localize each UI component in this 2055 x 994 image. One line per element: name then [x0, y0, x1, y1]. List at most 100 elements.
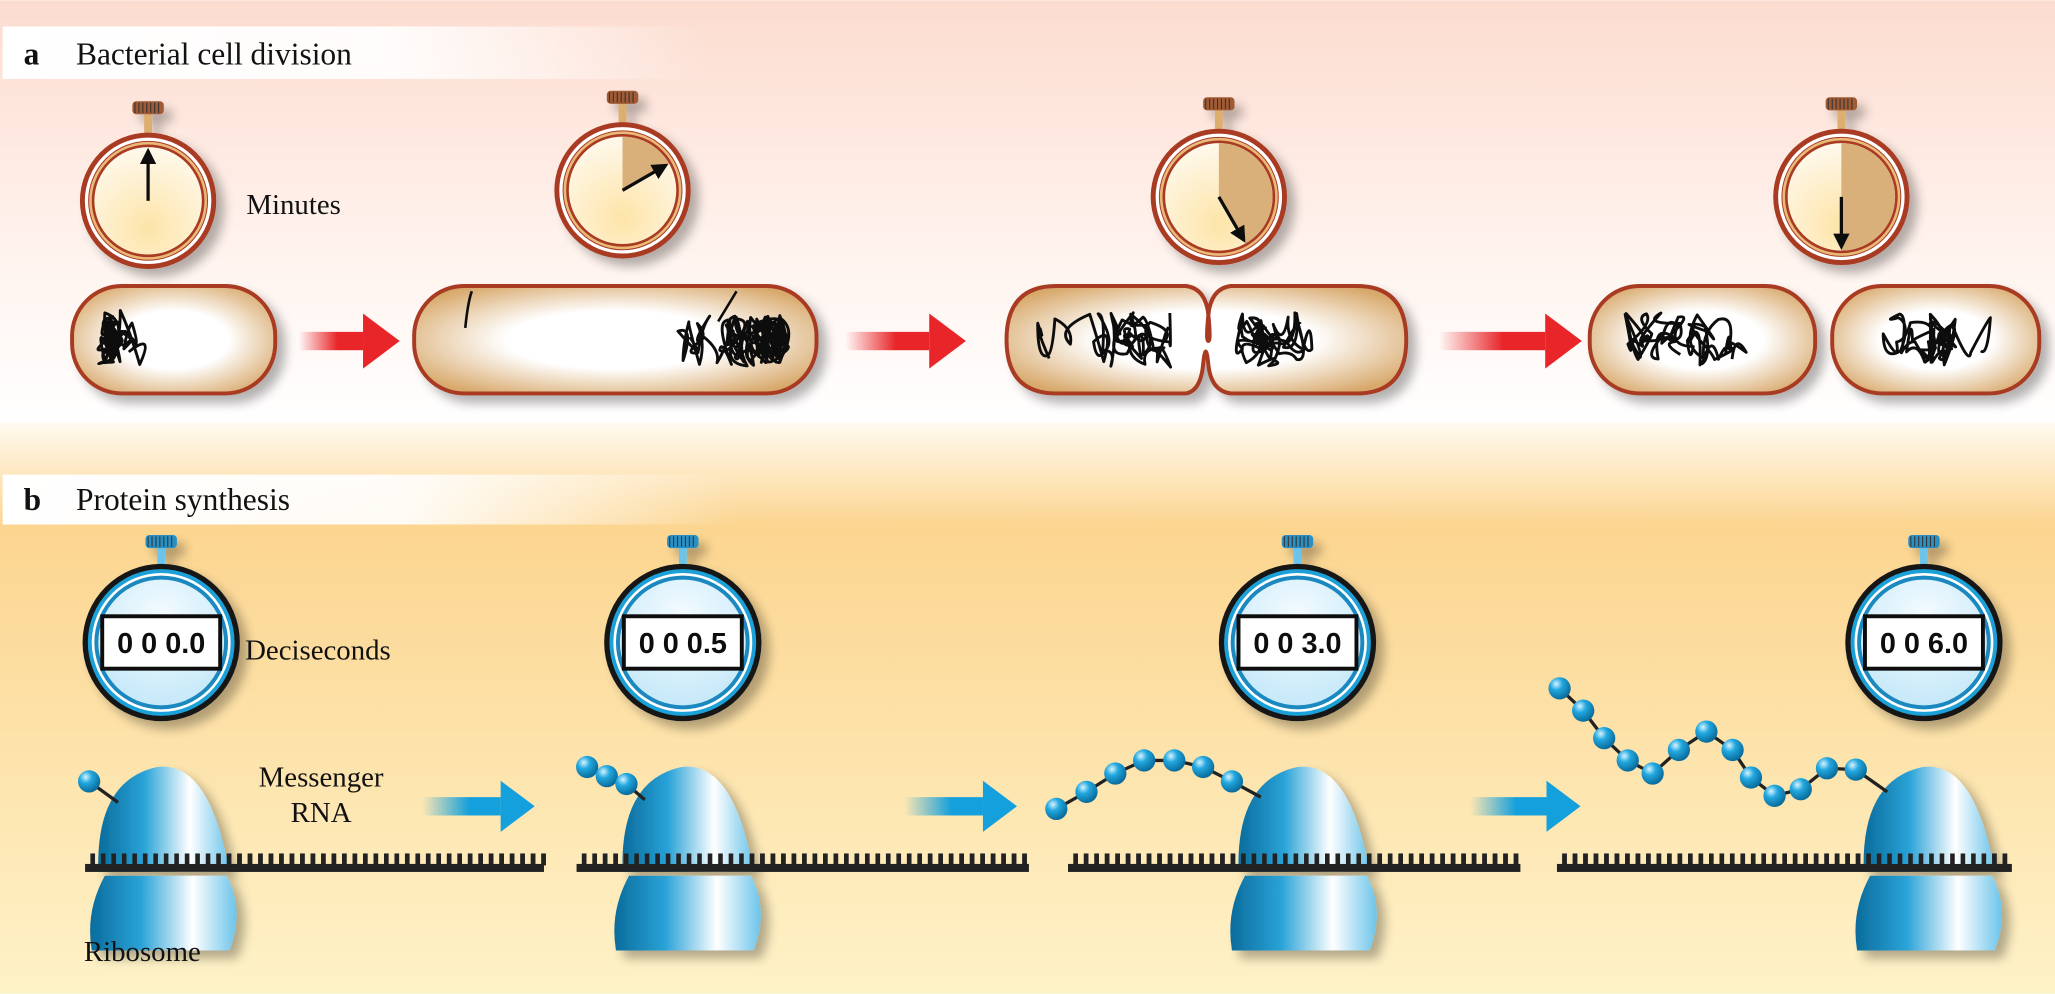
codon-tick	[917, 853, 922, 866]
amino-acid-bead	[1721, 738, 1744, 762]
ribosome	[90, 766, 237, 951]
codon-tick	[1656, 853, 1662, 866]
codon-tick	[760, 853, 765, 866]
deciseconds-label: Deciseconds	[245, 635, 391, 667]
codon-tick	[363, 853, 368, 866]
arrow-head	[363, 313, 400, 369]
codon-tick	[174, 853, 179, 866]
codon-tick	[1960, 853, 1966, 866]
red-arrow-icon	[845, 313, 966, 369]
codon-tick	[1503, 853, 1508, 866]
codon-tick	[1824, 853, 1829, 866]
codon-tick	[331, 853, 337, 866]
stopwatch-readout: 0 0 0.5	[639, 628, 727, 660]
amino-acid-bead	[1763, 784, 1786, 807]
codon-tick	[1125, 853, 1131, 866]
codon-tick	[1471, 853, 1477, 866]
ribosome-small-subunit	[1855, 875, 2002, 951]
blue-arrow-icon	[1470, 780, 1581, 832]
codon-tick	[1698, 853, 1704, 866]
daughter-cell	[1587, 284, 1818, 396]
arrow-shaft	[1439, 331, 1546, 351]
rna-backbone	[85, 863, 544, 872]
codon-tick	[1104, 853, 1110, 866]
codon-tick	[1283, 853, 1288, 866]
codon-tick	[1356, 853, 1362, 866]
codon-tick	[686, 853, 692, 866]
codon-tick	[728, 853, 734, 866]
codon-tick	[1792, 853, 1798, 866]
stopwatch-ring	[1159, 137, 1278, 256]
codon-tick	[1513, 853, 1519, 866]
codon-tick	[1262, 853, 1267, 866]
codon-ticks	[1073, 853, 1519, 866]
ribosome-large-subunit	[98, 766, 230, 872]
elongated-bacterial-cell	[412, 284, 819, 396]
codon-tick	[1001, 853, 1006, 866]
codon-tick	[1593, 853, 1599, 866]
chromosome-dna	[676, 314, 791, 368]
codon-tick	[216, 853, 221, 866]
codon-tick	[1230, 853, 1236, 866]
ribosome	[1230, 766, 1377, 951]
elapsed-wedge	[622, 136, 670, 191]
panel-b-header-bar	[2, 474, 737, 525]
codon-tick	[1667, 853, 1672, 866]
codon-tick	[184, 853, 190, 866]
blue-arrow-icon	[904, 780, 1018, 832]
codon-tick	[718, 853, 723, 866]
stopwatch-crown-icon	[1203, 97, 1235, 111]
amino-acid-bead	[1045, 797, 1068, 821]
codon-ticks	[90, 853, 546, 866]
codon-tick	[1646, 853, 1651, 866]
codon-tick	[1845, 853, 1850, 866]
amino-acid-bead	[1695, 720, 1718, 743]
digital-display	[100, 614, 223, 671]
ribosome-small-subunit	[614, 875, 761, 951]
amino-acid-bead	[615, 772, 638, 796]
codon-tick	[1011, 853, 1017, 866]
codon-tick	[195, 853, 200, 866]
codon-tick	[142, 853, 148, 866]
codon-tick	[739, 853, 744, 866]
stopwatch-ring	[559, 127, 686, 254]
amino-acid-bead	[1220, 770, 1244, 793]
codon-tick	[436, 853, 442, 866]
codon-tick	[1304, 853, 1309, 866]
codon-tick	[373, 853, 379, 866]
amino-acid-bead	[1616, 749, 1639, 772]
codon-tick	[676, 853, 681, 866]
codon-tick	[1220, 853, 1225, 866]
panel-a-header-bar	[2, 26, 711, 79]
codon-tick	[864, 853, 870, 866]
analog-stopwatch-icon	[1773, 97, 1910, 266]
codon-tick	[520, 853, 525, 866]
codon-tick	[1188, 853, 1194, 866]
codon-tick	[478, 853, 483, 866]
codon-tick	[530, 853, 536, 866]
amino-acid-bead	[576, 755, 599, 779]
codon-tick	[1950, 853, 1955, 866]
digital-display	[1236, 614, 1359, 671]
codon-tick	[1761, 853, 1767, 866]
codon-tick	[1209, 853, 1215, 866]
codon-tick	[1429, 853, 1435, 866]
codon-tick	[602, 853, 608, 866]
codon-tick	[1625, 853, 1630, 866]
stopwatch-ring	[563, 131, 682, 250]
panel-a-letter: a	[24, 37, 40, 72]
codon-tick	[655, 853, 660, 866]
codon-tick	[1688, 853, 1693, 866]
codon-tick	[1813, 853, 1819, 866]
stopwatch-stem	[157, 545, 166, 570]
protein-chain	[1548, 677, 1889, 807]
amino-acid-bead	[1163, 749, 1186, 772]
codon-tick	[770, 853, 776, 866]
codon-tick	[844, 853, 849, 866]
digital-display	[621, 614, 744, 671]
codon-tick	[499, 853, 504, 866]
codon-tick	[1876, 853, 1882, 866]
codon-tick	[833, 853, 839, 866]
ribosome-large-subunit	[1238, 766, 1370, 872]
codon-tick	[1887, 853, 1892, 866]
